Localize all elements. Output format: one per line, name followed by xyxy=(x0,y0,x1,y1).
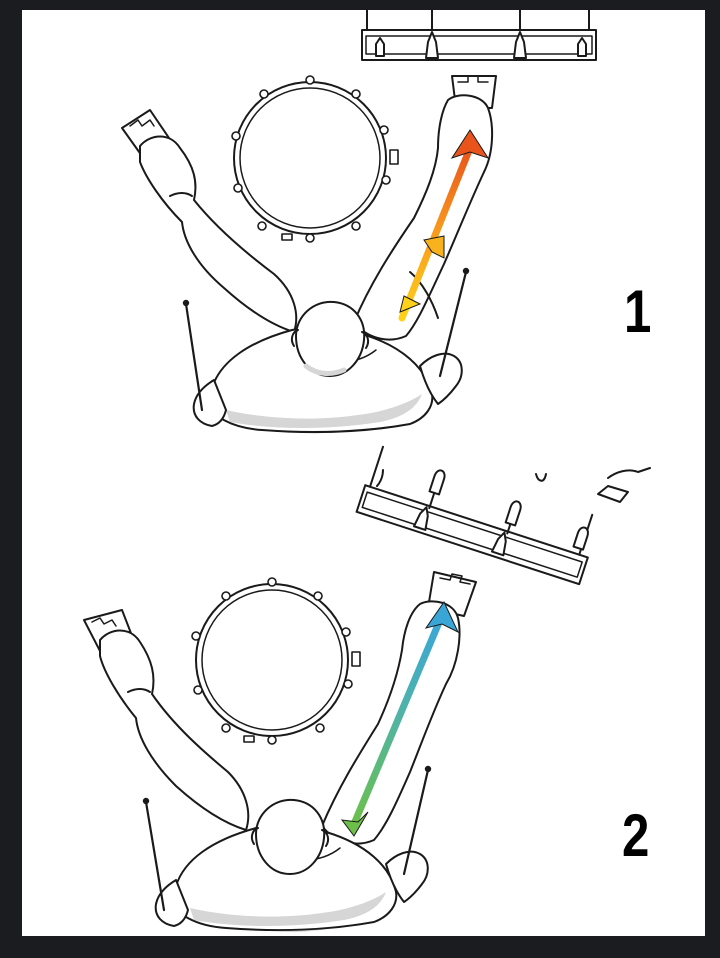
right-arm-1 xyxy=(419,352,463,405)
bass-drum-hoop-2 xyxy=(355,445,594,586)
left-arm-2 xyxy=(154,879,189,927)
bottom-frame-bar xyxy=(0,936,720,958)
left-drumstick-1 xyxy=(184,302,204,412)
head-2 xyxy=(250,798,330,875)
snare-lugs-1 xyxy=(231,75,399,243)
motion-arrow-2 xyxy=(340,600,460,837)
motion-arrow-1 xyxy=(398,129,490,322)
scene-1 xyxy=(121,9,597,433)
snare-lugs-2 xyxy=(191,577,361,745)
head-1 xyxy=(290,300,370,377)
snare-drum-1 xyxy=(231,75,399,243)
left-leg-2 xyxy=(99,629,250,831)
snare-drum-2 xyxy=(191,577,361,745)
panel-number-2: 2 xyxy=(622,802,650,869)
right-drumstick-2 xyxy=(402,768,430,876)
left-leg-1 xyxy=(139,135,298,333)
left-arm-1 xyxy=(192,379,227,427)
bass-drum-hoop-1 xyxy=(361,9,597,61)
left-drumstick-2 xyxy=(144,800,166,912)
right-arm-2 xyxy=(385,850,429,903)
panel-number-1: 1 xyxy=(624,278,652,345)
scene-2 xyxy=(83,445,651,932)
right-drumstick-1 xyxy=(438,270,468,378)
